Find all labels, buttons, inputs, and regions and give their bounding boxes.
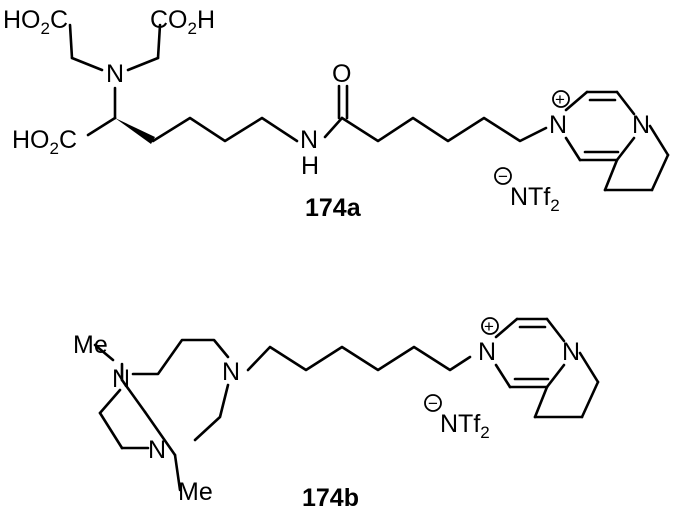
svg-text:−: −: [428, 394, 438, 413]
atom-co2h-top: CO2H: [150, 6, 215, 38]
atom-imidazolium-n2-a: N: [632, 111, 650, 139]
wedge-bond: [115, 118, 155, 144]
atom-methyl-bottom: Me: [178, 478, 213, 506]
atom-amide-hydrogen: H: [301, 152, 319, 180]
atom-imidazolium-n1-a: N: [549, 111, 567, 139]
atom-carbonyl-oxygen: O: [332, 60, 351, 88]
atom-imidazolium-n2-b: N: [562, 338, 580, 366]
atom-nitrogen-b1: N: [112, 365, 130, 393]
svg-text:NTf2: NTf2: [440, 410, 490, 442]
atom-ho2c-top: HO2C: [3, 6, 68, 38]
atom-imidazolium-n1-b: N: [478, 338, 496, 366]
atom-nitrogen-b3: N: [148, 436, 166, 464]
compound-label-174a: 174a: [305, 194, 362, 222]
svg-text:+: +: [484, 317, 494, 336]
imidazolium-ring-a: [564, 90, 670, 192]
atom-ho2c-alpha: HO2C: [12, 126, 77, 158]
counterion-b: − NTf2: [424, 394, 490, 442]
atom-methyl-top: Me: [73, 331, 108, 359]
compound-label-174b: 174b: [302, 484, 359, 512]
molecule-174b: Me N N N Me N N + − NTf2 174b: [73, 317, 600, 512]
svg-text:NTf2: NTf2: [510, 183, 560, 215]
svg-text:−: −: [498, 167, 508, 186]
svg-text:+: +: [555, 90, 565, 109]
positive-charge-icon-b: +: [481, 317, 499, 336]
imidazolium-ring-b: [494, 317, 600, 419]
atom-amide-nitrogen: N: [300, 126, 318, 154]
counterion-a: − NTf2: [494, 167, 560, 215]
positive-charge-icon-a: +: [552, 90, 570, 109]
molecule-174a: HO2C CO2H N HO2C N H O N N + − NTf2 174a: [3, 6, 670, 222]
atom-nitrogen-b2: N: [222, 358, 240, 386]
atom-nitrogen-a: N: [106, 60, 124, 88]
